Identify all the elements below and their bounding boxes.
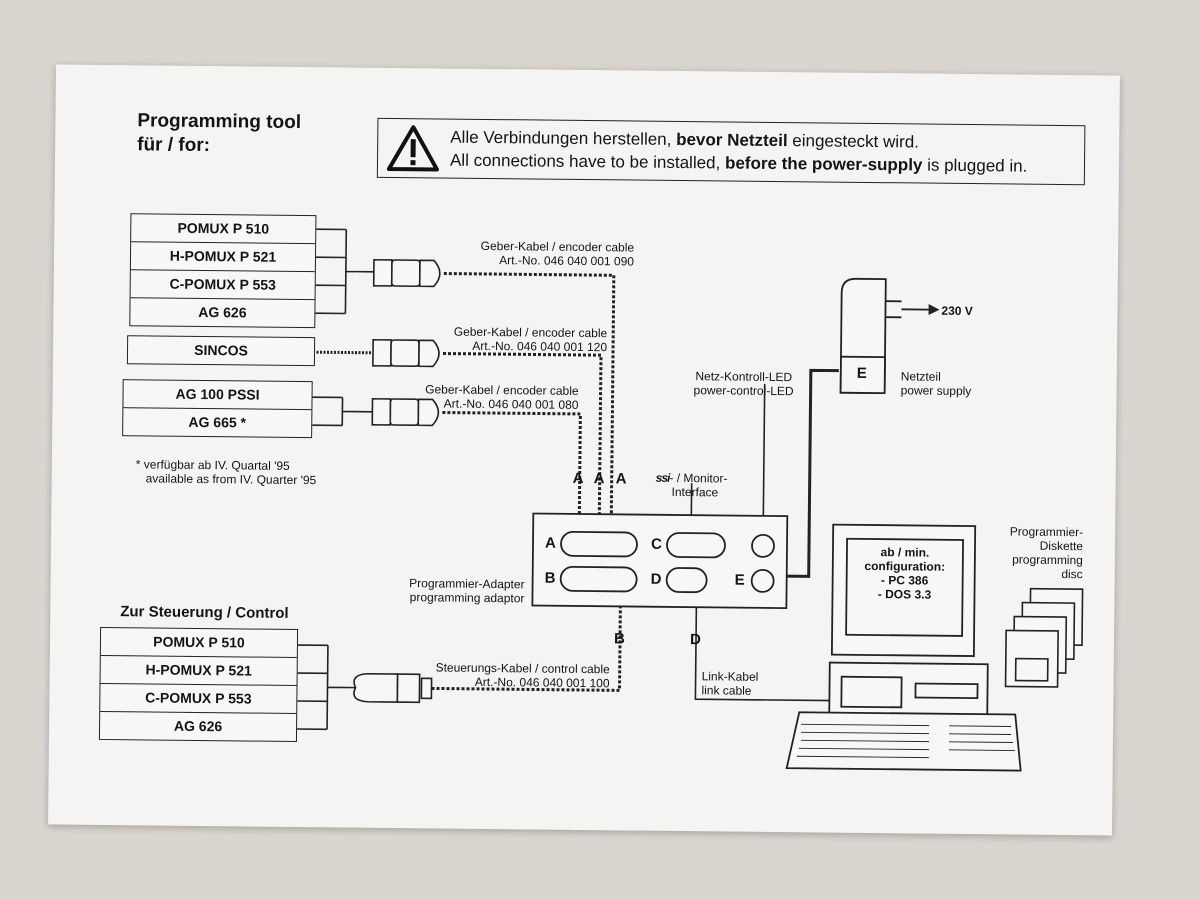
link-cable-name-de: Link-Kabel <box>701 669 759 684</box>
control-device-group: POMUX P 510 H-POMUX P 521 C-POMUX P 553 … <box>98 626 299 743</box>
disk-label-line-3: programming <box>1012 552 1083 568</box>
port-a <box>560 530 638 558</box>
control-cable-art: Art.-No. 046 040 001 100 <box>474 674 610 691</box>
power-cable <box>786 368 839 578</box>
device-sincos: SINCOS <box>194 341 248 359</box>
port-d-label: D <box>650 570 662 588</box>
screen-line-4: - DOS 3.3 <box>877 587 932 602</box>
voltage-label: 230 V <box>941 303 973 319</box>
control-device-c-pomux-p553: C-POMUX P 553 <box>100 683 297 715</box>
power-led <box>751 533 775 558</box>
encoder-connector-1 <box>372 258 441 288</box>
warning-icon <box>386 125 439 172</box>
device-group-3: AG 100 PSSI AG 665 * <box>122 379 313 439</box>
warning-box: Alle Verbindungen herstellen, bevor Netz… <box>376 117 1086 186</box>
instruction-sheet: Programming tool für / for: Alle Verbind… <box>48 64 1120 836</box>
link-cable-name-en: link cable <box>701 683 752 698</box>
bracket-group-3 <box>312 396 373 427</box>
power-supply-label: Netzteil power supply <box>901 369 972 398</box>
disk-label-line-1: Programmier- <box>1009 524 1084 540</box>
device-ag626: AG 626 <box>198 303 247 321</box>
disk-label-line-4: disc <box>1061 567 1083 582</box>
device-group-1: POMUX P 510 H-POMUX P 521 C-POMUX P 553 … <box>129 213 317 329</box>
computer <box>785 523 1022 772</box>
bracket-group-2 <box>312 350 374 355</box>
bracket-control <box>297 644 356 731</box>
encoder-cable-2-art: Art.-No. 046 040 001 120 <box>472 338 608 355</box>
encoder-cable-3-name: Geber-Kabel / encoder cable <box>425 382 579 398</box>
programming-disks <box>1004 587 1084 688</box>
control-device-pomux-p510: POMUX P 510 <box>100 627 298 659</box>
control-device-h-pomux-p521: H-POMUX P 521 <box>100 655 297 687</box>
encoder-cable-2-name: Geber-Kabel / encoder cable <box>453 324 608 341</box>
device-h-pomux-p521: H-POMUX P 521 <box>130 242 316 273</box>
control-device-ag626: AG 626 <box>173 717 223 735</box>
encoder-cable-1-name: Geber-Kabel / encoder cable <box>480 238 635 255</box>
encoder-cable-3-art: Art.-No. 046 040 001 080 <box>443 396 579 412</box>
link-cable <box>694 591 830 702</box>
power-led-label-de: Netz-Kontroll-LED <box>695 369 793 385</box>
keyboard-keys <box>796 723 1015 759</box>
power-supply-label-en: power supply <box>900 383 972 399</box>
port-c-label: C <box>650 535 662 553</box>
disk-label: Programmier- Diskette programming disc <box>997 524 1084 582</box>
power-led-label: Netz-Kontroll-LED power-control-LED <box>689 369 799 398</box>
port-a-label: A <box>544 534 556 552</box>
footnote-line-2: available as from IV. Quarter '95 <box>145 471 317 488</box>
wire-label-a-1: A <box>572 469 584 487</box>
control-cable <box>431 590 623 692</box>
encoder-cable-1-art: Art.-No. 046 040 001 090 <box>499 253 635 269</box>
port-b-label: B <box>544 569 556 587</box>
wire-label-a-3: A <box>615 470 627 488</box>
wire-label-d: D <box>689 631 701 649</box>
footnote: * verfügbar ab IV. Quartal '95 available… <box>136 457 317 487</box>
control-connector <box>353 672 433 704</box>
wire-label-a-2: A <box>593 470 605 488</box>
disk-label-line-2: Diskette <box>1039 538 1084 554</box>
ssi-logo-icon: ssi <box>655 470 670 485</box>
adapter-label-de: Programmier-Adapter <box>409 576 525 592</box>
device-ag665: AG 665 * <box>188 413 247 431</box>
wire-label-b: B <box>613 630 625 648</box>
encoder-cable-3 <box>442 411 582 525</box>
device-pomux-p510: POMUX P 510 <box>131 214 316 245</box>
port-e <box>750 568 775 593</box>
encoder-connector-2 <box>372 338 440 368</box>
monitor-interface-label: ssi- / Monitor- Interface <box>655 471 728 500</box>
power-supply-unit <box>839 277 940 395</box>
bracket-group-1 <box>313 228 374 315</box>
computer-screen-text: ab / min. configuration: - PC 386 - DOS … <box>846 545 963 602</box>
encoder-cable-2-label: Geber-Kabel / encoder cable Art.-No. 046… <box>443 324 608 355</box>
device-c-pomux-p553: C-POMUX P 553 <box>130 270 315 301</box>
wiring-diagram <box>297 228 1084 772</box>
encoder-connector-3 <box>371 397 440 427</box>
port-d <box>665 567 708 594</box>
monitor-interface-text-1: - / Monitor- <box>669 470 728 486</box>
adapter-label-en: programming adaptor <box>409 590 525 606</box>
encoder-cable-1-label: Geber-Kabel / encoder cable Art.-No. 046… <box>474 238 635 269</box>
control-cable-name: Steuerungs-Kabel / control cable <box>435 660 610 677</box>
screen-line-2: configuration: <box>864 558 946 574</box>
power-supply-label-de: Netzteil <box>900 369 941 384</box>
power-unit-letter: E <box>856 364 867 382</box>
port-e-label: E <box>734 571 745 589</box>
led-pointer <box>762 383 766 532</box>
programming-adapter-label: Programmier-Adapter programming adaptor <box>406 576 525 606</box>
screen-line-3: - PC 386 <box>880 573 929 588</box>
programming-adapter-body <box>531 512 789 610</box>
port-b <box>559 565 638 593</box>
control-cable-label: Steuerungs-Kabel / control cable Art.-No… <box>421 660 610 691</box>
link-cable-label: Link-Kabel link cable <box>701 669 758 698</box>
monitor-interface-line-1: ssi- / Monitor- <box>656 471 728 486</box>
port-c <box>666 532 726 559</box>
device-group-2: SINCOS <box>126 335 316 367</box>
device-ag100-pssi: AG 100 PSSI <box>123 380 312 411</box>
encoder-cable-2 <box>442 352 603 526</box>
power-led-label-en: power-control-LED <box>693 383 794 399</box>
monitor-interface-text-2: Interface <box>671 484 719 500</box>
encoder-cable-3-label: Geber-Kabel / encoder cable Art.-No. 046… <box>412 382 579 412</box>
control-section-title: Zur Steuerung / Control <box>120 603 289 622</box>
screen-line-1: ab / min. <box>880 545 930 560</box>
